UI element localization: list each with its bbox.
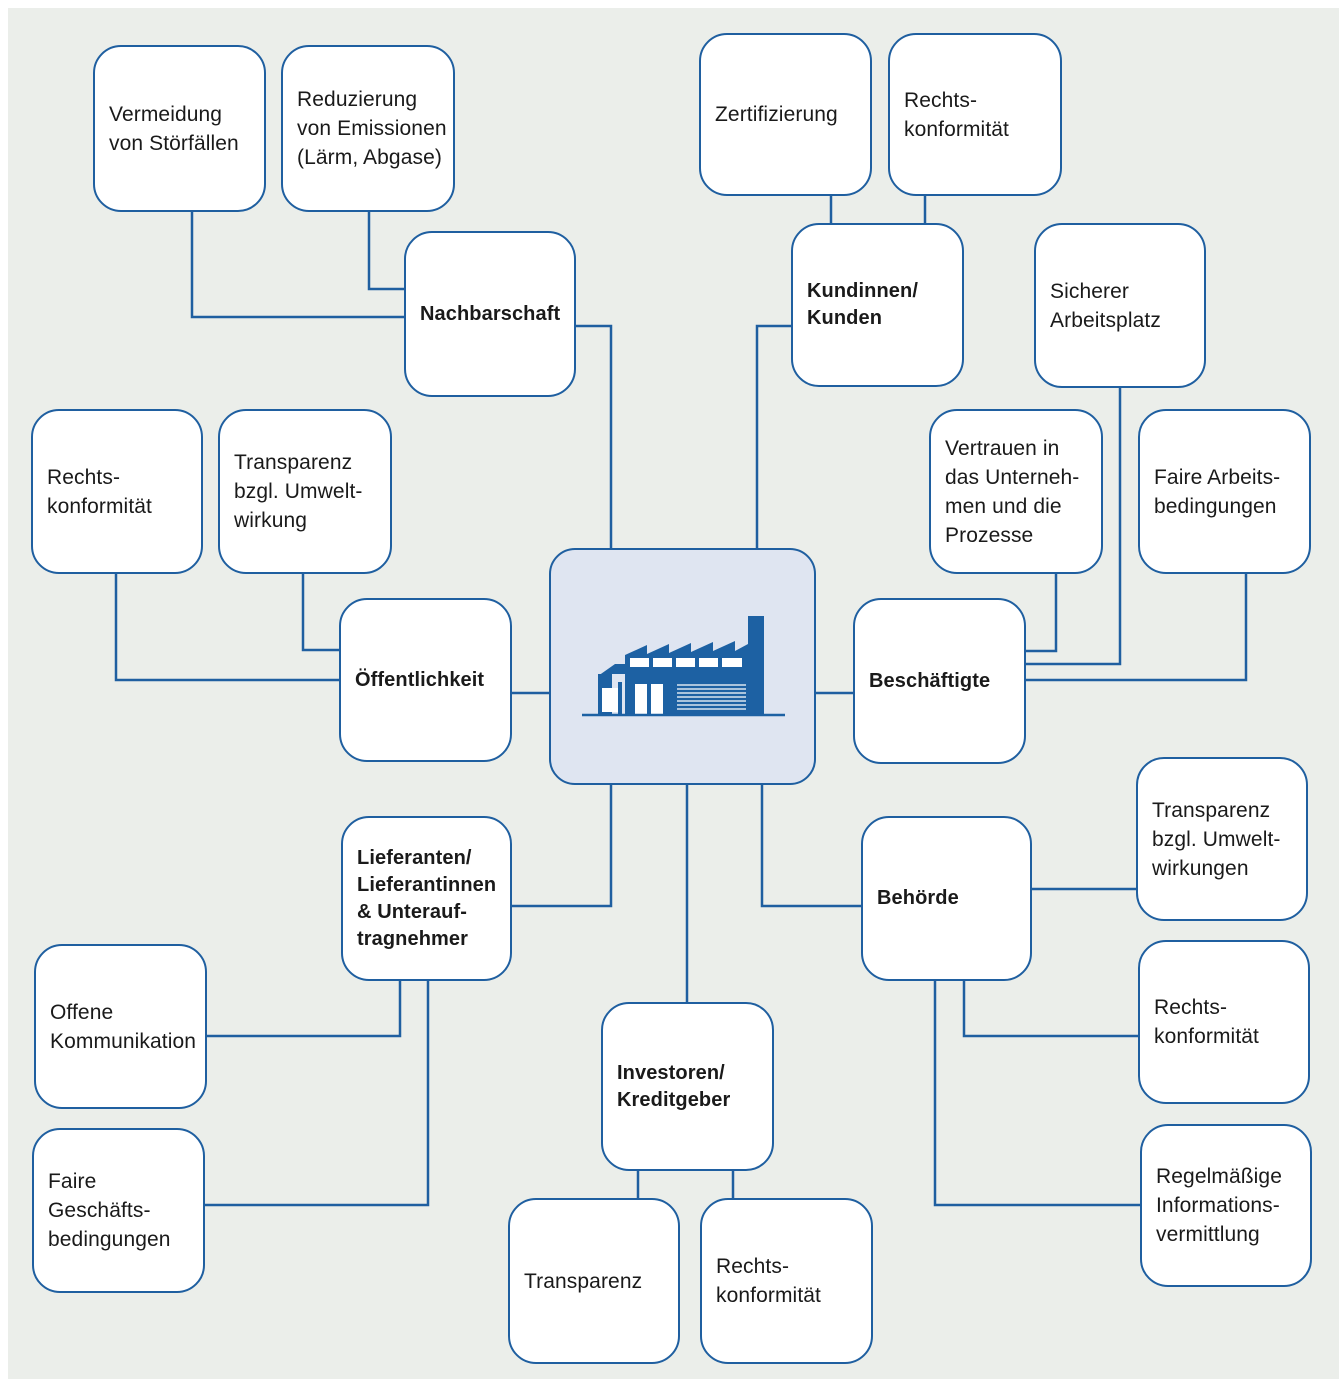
connector-line (576, 324, 613, 548)
interest-regelmaessige-information: Regelmäßige Informations- vermittlung (1140, 1124, 1312, 1287)
company-center-box (549, 548, 816, 785)
interest-label: Sicherer Arbeitsplatz (1050, 279, 1161, 332)
connector-line (301, 574, 339, 652)
connector-line (512, 785, 613, 908)
interest-label: Rechts- konformität (904, 88, 1009, 141)
interest-label: Faire Geschäfts- bedingungen (48, 1170, 171, 1251)
interest-vertrauen: Vertrauen in das Unterneh- men und die P… (929, 409, 1103, 574)
interest-emissionen: Reduzierung von Emissionen (Lärm, Abgase… (281, 45, 455, 212)
factory-icon (582, 616, 785, 717)
connector-line (190, 212, 404, 319)
interest-kunden-rechtskonformitaet: Rechts- konformität (888, 33, 1062, 196)
interest-label: Faire Arbeits- bedingungen (1154, 465, 1281, 518)
stakeholder-oeffentlichkeit: Öffentlichkeit (339, 598, 512, 762)
interest-label: Rechts- konformität (1154, 996, 1259, 1048)
interest-label: Transparenz bzgl. Umwelt- wirkungen (1152, 798, 1281, 880)
interest-label: Rechts- konformität (716, 1255, 821, 1307)
stakeholder-nachbarschaft: Nachbarschaft (404, 231, 576, 397)
interest-label: Transparenz bzgl. Umwelt- wirkung (234, 451, 363, 532)
interest-zertifizierung: Zertifizierung (699, 33, 872, 196)
stakeholder-beschaeftigte: Beschäftigte (853, 598, 1026, 764)
interest-label: Offene Kommunikation (50, 1000, 197, 1053)
connector-line (207, 981, 402, 1038)
connector-line (114, 574, 339, 682)
connector-line (755, 324, 791, 548)
interest-label: Reduzierung von Emissionen (Lärm, Abgase… (297, 88, 447, 169)
interest-investoren-rechtskonformitaet: Rechts- konformität (700, 1198, 873, 1364)
connector-line (1026, 388, 1122, 666)
connector-line (205, 981, 430, 1207)
interest-behoerde-rechtskonformitaet: Rechts- konformität (1138, 940, 1310, 1104)
connector-line (1026, 574, 1058, 653)
stakeholder-label: Behörde (877, 887, 959, 909)
interest-oeffentlichkeit-rechtskonformitaet: Rechts- konformität (31, 409, 203, 574)
stakeholder-kunden: Kundinnen/ Kunden (791, 223, 964, 387)
stakeholder-lieferanten: Lieferanten/ Lieferantinnen & Unterauf- … (341, 816, 512, 981)
interest-label: Transparenz (524, 1269, 643, 1293)
connector-line (367, 212, 404, 291)
interest-sicherer-arbeitsplatz: Sicherer Arbeitsplatz (1034, 223, 1206, 388)
connector-line (760, 785, 861, 908)
interest-label: Vermeidung von Störfällen (109, 102, 239, 155)
interest-investoren-transparenz: Transparenz (508, 1198, 680, 1364)
connector-line (933, 981, 1140, 1207)
interest-label: Vertrauen in das Unterneh- men und die P… (945, 436, 1080, 547)
stakeholder-label: Öffentlichkeit (355, 668, 485, 691)
connector-line (962, 981, 1138, 1038)
interest-transparenz-umweltwirkung: Transparenz bzgl. Umwelt- wirkung (218, 409, 392, 574)
interest-faire-arbeitsbedingungen: Faire Arbeits- bedingungen (1138, 409, 1311, 574)
stakeholder-label: Kundinnen/ Kunden (807, 280, 918, 329)
stakeholder-label: Lieferanten/ Lieferantinnen & Unterauf- … (357, 846, 497, 950)
interest-offene-kommunikation: Offene Kommunikation (34, 944, 207, 1109)
interest-label: Regelmäßige Informations- vermittlung (1156, 1165, 1282, 1246)
stakeholder-investoren: Investoren/ Kreditgeber (601, 1002, 774, 1171)
connector-line (1026, 574, 1248, 682)
interest-transparenz-umweltwirkungen: Transparenz bzgl. Umwelt- wirkungen (1136, 757, 1308, 921)
stakeholder-behoerde: Behörde (861, 816, 1032, 981)
interest-faire-geschaeftsbedingungen: Faire Geschäfts- bedingungen (32, 1128, 205, 1293)
interest-stoerfaelle: Vermeidung von Störfällen (93, 45, 266, 212)
interest-label: Zertifizierung (715, 103, 838, 126)
interest-label: Rechts- konformität (47, 465, 152, 518)
stakeholder-label: Nachbarschaft (420, 302, 561, 325)
stakeholder-label: Beschäftigte (869, 669, 991, 692)
stakeholder-label: Investoren/ Kreditgeber (617, 1061, 731, 1111)
